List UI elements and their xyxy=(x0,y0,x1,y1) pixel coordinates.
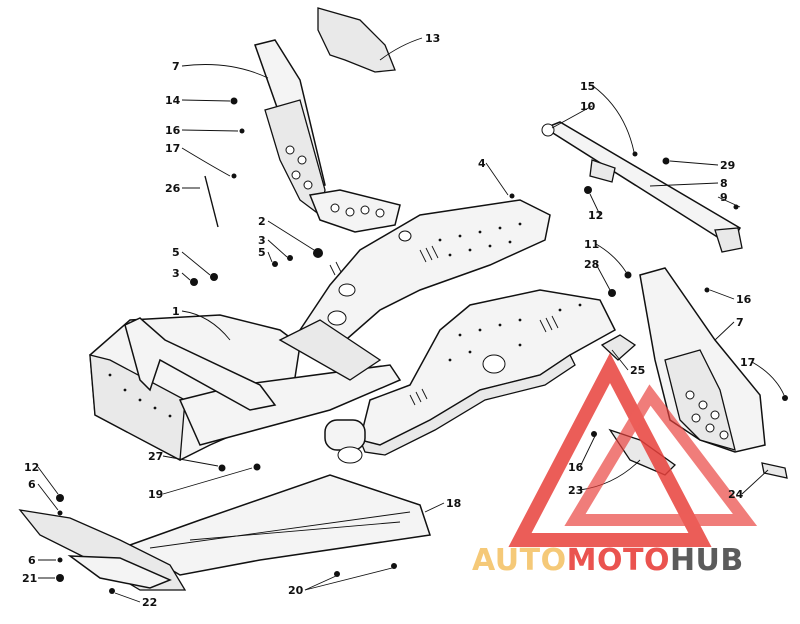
callout-28: 28 xyxy=(584,258,599,271)
steering-support-upper xyxy=(204,7,401,233)
callout-5: 5 xyxy=(258,246,266,259)
callout-15: 15 xyxy=(580,80,595,93)
callout-11: 11 xyxy=(584,238,599,251)
callout-6: 6 xyxy=(28,478,36,491)
callout-16: 16 xyxy=(165,124,181,137)
callout-12: 12 xyxy=(588,209,603,222)
callout-3: 3 xyxy=(258,234,266,247)
callout-7: 7 xyxy=(736,316,744,329)
callout-2: 2 xyxy=(258,215,266,228)
callout-23: 23 xyxy=(568,484,583,497)
watermark-auto: AUTO xyxy=(472,543,567,578)
callout-4: 4 xyxy=(478,157,486,170)
callout-21: 21 xyxy=(22,572,37,585)
callout-labels: 13 7 14 16 17 26 2 3 5 5 3 1 4 15 10 29 … xyxy=(22,32,755,609)
steering-support-right xyxy=(639,267,766,453)
leader-lines xyxy=(37,37,785,603)
skid-plate xyxy=(128,474,431,576)
callout-17: 17 xyxy=(165,142,180,155)
callout-20: 20 xyxy=(288,584,304,597)
bracket-24 xyxy=(761,462,788,479)
callout-1: 1 xyxy=(172,305,180,318)
front-frame xyxy=(89,199,616,464)
callout-25: 25 xyxy=(630,364,645,377)
steering-arm xyxy=(541,121,743,253)
callout-17: 17 xyxy=(740,356,755,369)
watermark: AUTOMOTOHUB xyxy=(472,543,744,578)
callout-10: 10 xyxy=(580,100,596,113)
callout-5: 5 xyxy=(172,246,180,259)
watermark-hub: HUB xyxy=(670,543,744,578)
callout-6: 6 xyxy=(28,554,36,567)
callout-16: 16 xyxy=(568,461,584,474)
watermark-logo-icon xyxy=(508,352,758,547)
callout-29: 29 xyxy=(720,159,735,172)
callout-7: 7 xyxy=(172,60,180,73)
watermark-moto: MOTO xyxy=(567,543,670,578)
callout-16: 16 xyxy=(736,293,752,306)
callout-27: 27 xyxy=(148,450,163,463)
callout-24: 24 xyxy=(728,488,744,501)
callout-14: 14 xyxy=(165,94,181,107)
callout-8: 8 xyxy=(720,177,728,190)
callout-22: 22 xyxy=(142,596,157,609)
callout-3: 3 xyxy=(172,267,180,280)
callout-12: 12 xyxy=(24,461,39,474)
callout-13: 13 xyxy=(425,32,440,45)
callout-19: 19 xyxy=(148,488,163,501)
bracket-25 xyxy=(600,334,637,361)
callout-26: 26 xyxy=(165,182,181,195)
front-bumper-plate xyxy=(18,509,187,591)
svg-text:AUTOMOTOHUB: AUTOMOTOHUB xyxy=(472,543,744,578)
callout-18: 18 xyxy=(446,497,461,510)
callout-9: 9 xyxy=(720,191,728,204)
